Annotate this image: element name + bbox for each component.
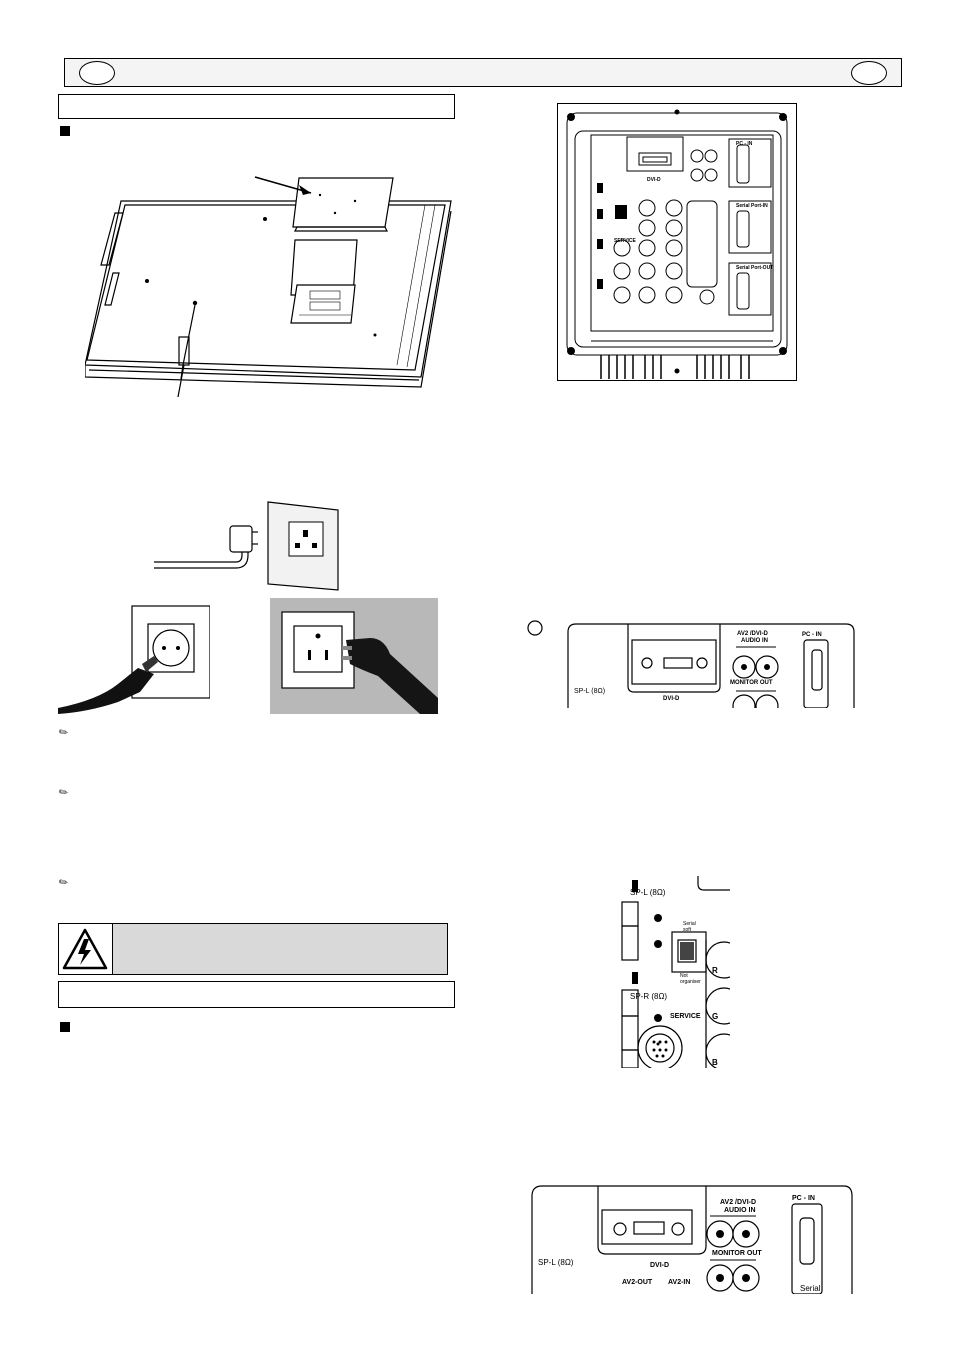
uk-plug-and-socket [154,501,339,591]
detail3-label-av2-out: AV2-OUT [622,1279,653,1286]
panel-label-serial-out: Serial Port-OUT [736,265,774,271]
high-voltage-warning-icon [62,928,108,970]
detail2-label-b: B [712,1058,718,1067]
detail3-label-sp-l: SP-L (8Ω) [538,1258,574,1267]
panel-label-serial-in: Serial Port-IN [736,203,768,209]
detail3-label-serial: Serial [800,1284,821,1293]
section-heading-box-1 [58,94,455,119]
panel-label-dvi: DVI-D [647,177,661,183]
detail2-label-g: G [712,1012,719,1021]
connector-panel-drawing [566,109,788,379]
detail-dvi-panel-drawing-2 [531,1185,853,1294]
detail3-label-dvi: DVI-D [650,1262,670,1269]
detail1-label-dvi: DVI-D [663,696,680,702]
detail3-label-av2-dvi: AV2 /DVI-D [720,1199,757,1206]
detail1-label-sp-l: SP-L (8Ω) [574,688,606,695]
pencil-note-icon: ✎ [56,725,72,741]
detail2-label-serial: Serial [683,921,696,927]
detail1-label-av2-dvi: AV2 /DVI-D [737,631,768,637]
detail2-label-r: R [712,966,718,975]
tv-back-illustration [85,176,452,397]
detail1-label-audio-in: AUDIO IN [741,638,768,644]
detail3-label-monitor-out: MONITOR OUT [712,1250,762,1257]
detail1-label-pc-in: PC - IN [802,632,822,638]
header-right-oval [851,61,887,85]
detail3-label-pc-in: PC - IN [792,1195,815,1202]
detail2-label-sp-r: SP-R (8Ω) [630,992,668,1001]
bullet-square-2 [60,1022,70,1032]
section-heading-box-2 [58,981,455,1008]
euro-plug-and-socket [58,605,210,714]
detail2-label-soft: soft [683,927,692,933]
detail3-label-audio-in: AUDIO IN [724,1207,756,1214]
header-bar [64,58,902,87]
warning-box [58,923,448,975]
detail3-label-av2-in: AV2-IN [668,1279,691,1286]
header-left-oval [79,61,115,85]
pencil-note-icon: ✎ [56,875,72,891]
detail2-label-not-organiser: Not organiser [680,973,701,985]
detail-dvi-panel-drawing [527,620,855,708]
detail2-label-sp-l: SP-L (8Ω) [630,888,666,897]
panel-label-service: SERVICE [614,238,636,244]
pencil-note-icon: ✎ [56,785,72,801]
detail1-label-monitor-out: MONITOR OUT [730,680,773,686]
us-plug-and-socket [270,598,438,714]
detail2-label-service: SERVICE [670,1013,701,1020]
bullet-square-1 [60,126,70,136]
detail-speaker-panel-drawing [621,876,730,1068]
panel-label-pc-in: PC - IN [736,141,753,147]
